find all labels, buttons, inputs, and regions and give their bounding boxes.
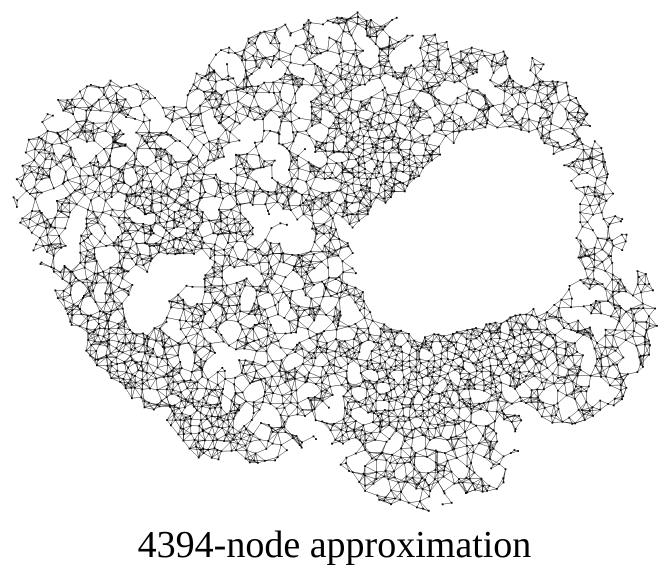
mesh-figure <box>12 11 658 512</box>
figure-caption: 4394-node approximation <box>137 524 532 566</box>
triangulated-mesh <box>12 11 658 512</box>
mesh-edges <box>13 12 658 512</box>
mesh-nodes <box>12 11 658 512</box>
